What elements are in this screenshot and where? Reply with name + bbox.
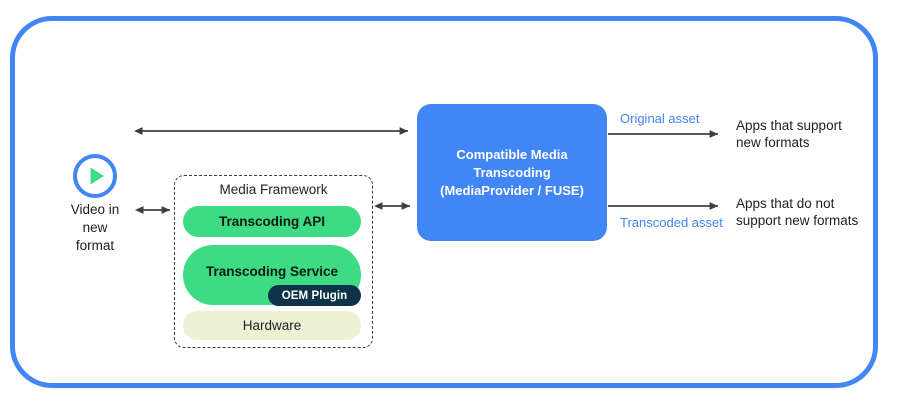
hardware-box[interactable]: Hardware (183, 311, 361, 340)
transcoded-asset-label: Transcoded asset (620, 215, 723, 230)
original-asset-label: Original asset (620, 111, 700, 126)
transcoding-api-box[interactable]: Transcoding API (183, 206, 361, 237)
outer-frame-border (10, 16, 878, 388)
media-framework-group (174, 175, 373, 348)
hardware-label: Hardware (242, 318, 302, 333)
oem-plugin-label: OEM Plugin (281, 289, 348, 302)
transcoding-api-label: Transcoding API (218, 214, 326, 229)
video-source-label: Video in new format (70, 202, 120, 253)
media-framework-title: Media Framework (219, 182, 328, 197)
compatible-media-transcoding-label: Compatible Media Transcoding (MediaProvi… (440, 146, 584, 198)
transcoding-service-label: Transcoding Service (205, 263, 339, 279)
apps-that-support-new-formats-label: Apps that support new formats (736, 118, 842, 150)
play-circle-icon (71, 152, 119, 200)
oem-plugin-badge[interactable]: OEM Plugin (268, 285, 361, 306)
apps-that-do-not-support-new-formats-label: Apps that do not support new formats (736, 196, 859, 228)
compatible-media-transcoding-box[interactable]: Compatible Media Transcoding (MediaProvi… (417, 104, 607, 241)
